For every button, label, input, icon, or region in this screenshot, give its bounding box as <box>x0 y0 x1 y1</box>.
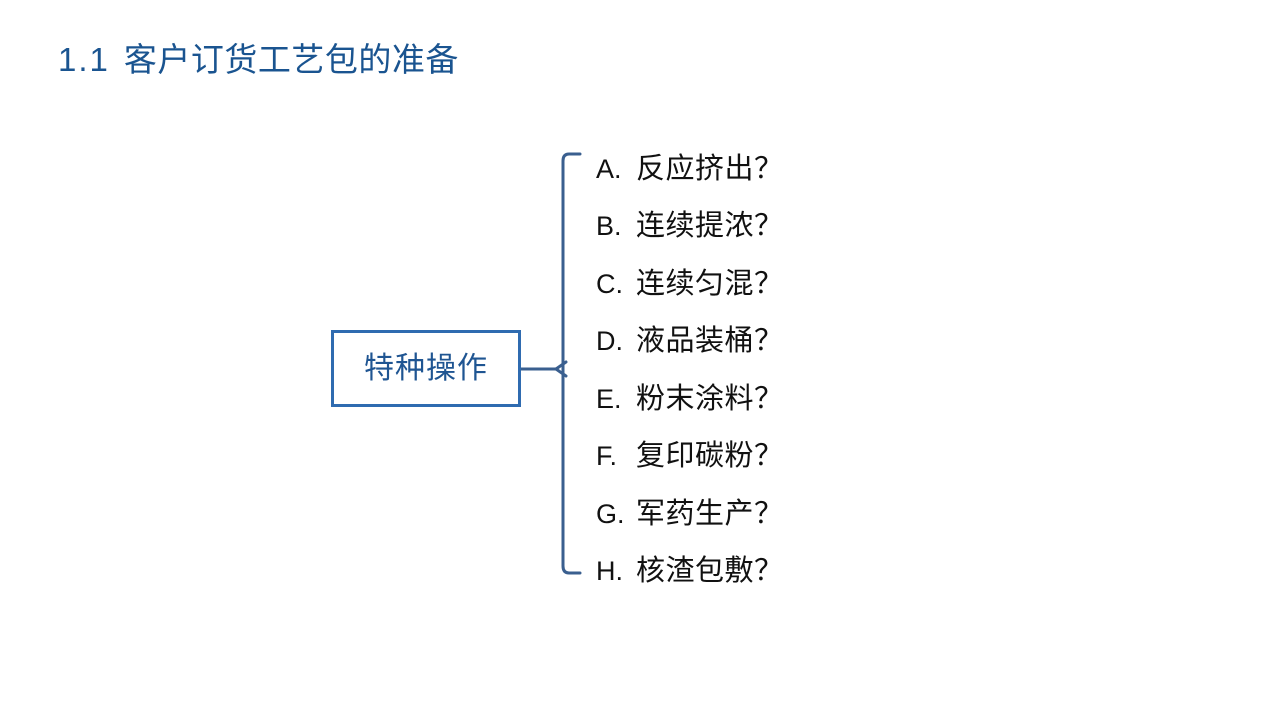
list-item[interactable]: H. 核渣包敷？ <box>596 543 896 601</box>
diagram-root-label: 特种操作 <box>364 351 488 385</box>
list-item-key: D. <box>596 326 623 357</box>
list-item[interactable]: E. 粉末涂料？ <box>596 370 896 428</box>
title-number: 1.1 <box>58 41 110 78</box>
list-item-label: 连续匀混？ <box>636 267 784 300</box>
list-item[interactable]: C. 连续匀混？ <box>596 255 896 313</box>
list-item[interactable]: B. 连续提浓？ <box>596 198 896 256</box>
page-title: 1.1 客户订货工艺包的准备 <box>58 38 459 82</box>
list-item[interactable]: D. 液品装桶？ <box>596 313 896 371</box>
list-item-label: 复印碳粉？ <box>636 440 784 473</box>
list-item-label: 军药生产？ <box>636 497 784 530</box>
list-item[interactable]: G. 军药生产？ <box>596 485 896 543</box>
bracket-mid-notch-upper <box>554 360 568 371</box>
list-item-key: G. <box>596 498 625 529</box>
list-item-key: F. <box>596 441 618 472</box>
bracket-path <box>561 152 582 575</box>
list-item[interactable]: A. 反应挤出？ <box>596 140 896 198</box>
branch-list: A. 反应挤出？ B. 连续提浓？ C. 连续匀混？ D. 液品装桶？ E. 粉… <box>596 140 896 600</box>
list-item-key: A. <box>596 153 622 184</box>
list-item-label: 液品装桶？ <box>636 325 784 358</box>
list-item-key: E. <box>596 383 622 414</box>
bracket-mid-notch-lower <box>554 367 568 378</box>
list-item-label: 反应挤出？ <box>636 152 784 185</box>
title-text: 客户订货工艺包的准备 <box>123 41 459 78</box>
list-item-key: H. <box>596 556 623 587</box>
list-item-key: C. <box>596 268 623 299</box>
list-item-key: B. <box>596 211 622 242</box>
list-item-label: 核渣包敷？ <box>636 555 784 588</box>
list-item-label: 粉末涂料？ <box>636 382 784 415</box>
diagram-root-node[interactable]: 特种操作 <box>331 330 521 407</box>
list-item-label: 连续提浓？ <box>636 210 784 243</box>
list-item[interactable]: F. 复印碳粉？ <box>596 428 896 486</box>
